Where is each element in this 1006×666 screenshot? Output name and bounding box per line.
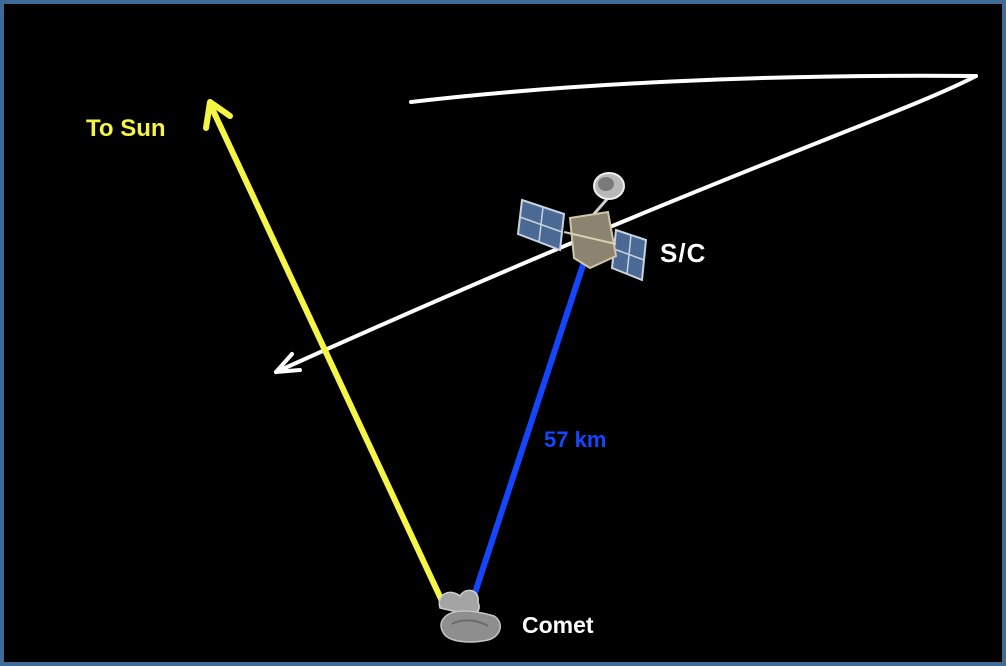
to-sun-label: To Sun <box>86 115 166 142</box>
trajectory-arrowhead <box>274 352 302 374</box>
trajectory-upper-segment <box>409 73 978 104</box>
trajectory-path <box>274 74 978 374</box>
diagram-canvas: To Sun S/C 57 km Comet <box>4 4 1002 662</box>
right-solar-panel <box>610 228 648 282</box>
sun-direction-arrow <box>207 101 445 604</box>
spacecraft-label: S/C <box>660 238 707 268</box>
geometry-svg <box>203 73 978 643</box>
distance-label: 57 km <box>544 427 607 452</box>
comet-nucleus-icon <box>438 589 501 643</box>
left-solar-panel <box>516 198 566 252</box>
spacecraft-body <box>568 210 618 270</box>
spacecraft-icon <box>516 172 648 282</box>
comet-label: Comet <box>522 612 594 638</box>
distance-line <box>465 259 587 617</box>
sun-arrowhead <box>203 99 233 131</box>
